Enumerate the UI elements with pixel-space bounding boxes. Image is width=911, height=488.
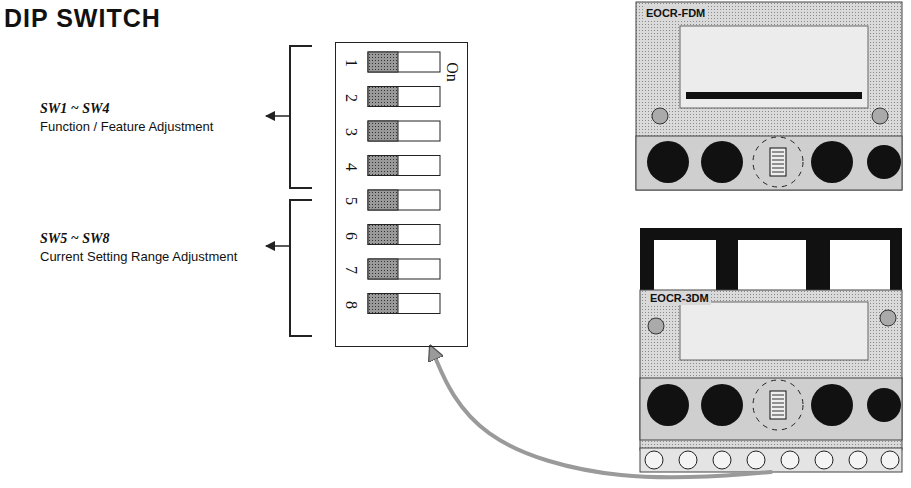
display (680, 302, 868, 360)
device-body (636, 2, 902, 190)
switch-slot (368, 121, 440, 141)
button-band (640, 378, 902, 440)
bracket (290, 46, 312, 188)
switch-number: 8 (342, 301, 360, 309)
switch-number: 5 (342, 197, 360, 205)
switch-slot (368, 294, 440, 314)
switch-slot (368, 52, 440, 72)
mini-switch (770, 391, 786, 419)
switch-slot (368, 156, 440, 176)
terminal-strip (640, 448, 902, 472)
screw (880, 310, 896, 326)
top-tabs (640, 228, 902, 290)
button (701, 141, 743, 183)
switch-range-heading: SW5 ~ SW8 (40, 231, 109, 247)
tab-window (830, 240, 890, 290)
tab-window (738, 240, 806, 290)
terminal (747, 451, 765, 469)
terminal (815, 451, 833, 469)
switch-rows (368, 52, 440, 314)
bracket (290, 200, 312, 336)
eocr-3dm-relay: EOCR-3DM (640, 290, 902, 472)
panel-ground (335, 42, 468, 347)
device-body (640, 290, 902, 450)
switch-lever (368, 190, 398, 210)
button (811, 141, 853, 183)
switch-lever (368, 225, 398, 245)
button (811, 384, 853, 426)
3dm-device (640, 228, 902, 472)
switch-number: 7 (342, 266, 360, 274)
terminal (679, 451, 697, 469)
button (867, 388, 901, 422)
switch-slot (368, 225, 440, 245)
curved-arrow (431, 347, 771, 477)
switch-number: 4 (342, 163, 360, 171)
switch-slot (368, 87, 440, 107)
switch-lever (368, 52, 398, 72)
button (647, 384, 689, 426)
dip-switch-panel: 1 2 3 4 5 6 7 8 On (335, 42, 468, 347)
screw (872, 108, 888, 124)
switch-lever (368, 121, 398, 141)
button (701, 384, 743, 426)
switch-number: 6 (342, 232, 360, 240)
switch-ring (753, 137, 803, 187)
eocr-fdm-relay: EOCR-FDM (636, 2, 902, 190)
switch-lever (368, 87, 398, 107)
switch-lever (368, 259, 398, 279)
switch-range-heading: SW1 ~ SW4 (40, 101, 109, 117)
display-bar (686, 92, 862, 99)
fdm-device (636, 2, 902, 190)
switch-lever (368, 156, 398, 176)
mini-switch (770, 148, 786, 176)
terminal (781, 451, 799, 469)
terminal (849, 451, 867, 469)
switch-range-description: Current Setting Range Adjustment (40, 249, 237, 264)
switch-lever (368, 294, 398, 314)
terminal (713, 451, 731, 469)
switch-range-description: Function / Feature Adjustment (40, 119, 213, 134)
tab-window (654, 240, 716, 290)
leader-arrow (266, 115, 290, 117)
button (647, 141, 689, 183)
page-title: DIP SWITCH (4, 4, 161, 33)
button (867, 145, 901, 179)
terminal (881, 451, 899, 469)
switch-number: 1 (342, 59, 360, 67)
mini-switch-lines (772, 152, 784, 172)
switch-slot (368, 259, 440, 279)
switch-ring (753, 380, 803, 430)
mini-switch-lines (772, 395, 784, 415)
button-band (636, 136, 902, 190)
terminal (645, 451, 663, 469)
switch-slot (368, 190, 440, 210)
screw (648, 318, 664, 334)
screw (652, 108, 668, 124)
on-label: On (443, 62, 461, 82)
leader-arrow (266, 245, 290, 247)
device-label: EOCR-FDM (644, 6, 707, 20)
switch-number: 2 (342, 94, 360, 102)
device-label: EOCR-3DM (648, 291, 711, 305)
display (680, 26, 868, 108)
switch-number: 3 (342, 128, 360, 136)
